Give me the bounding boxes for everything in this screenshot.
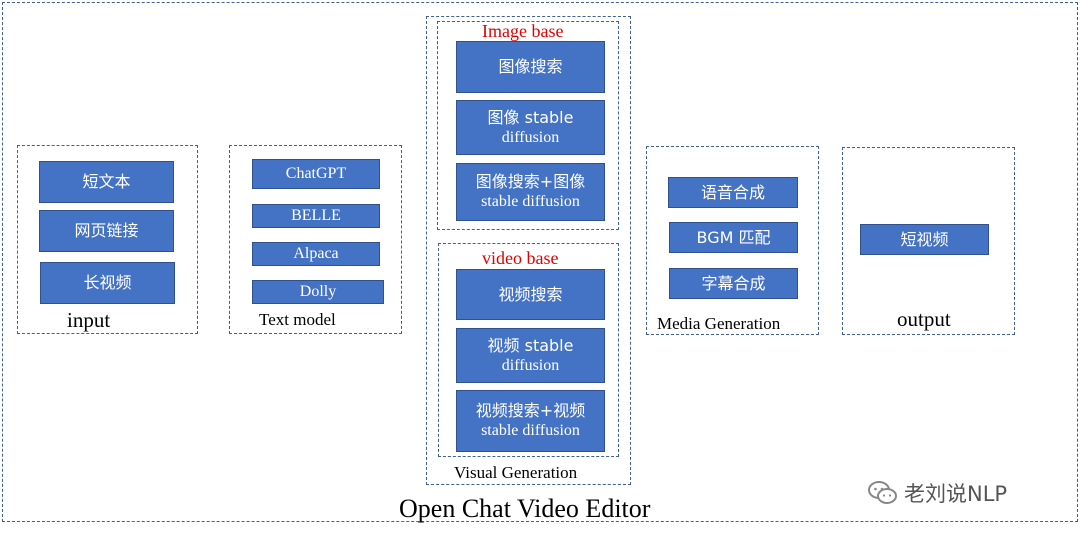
media-generation-item: BGM 匹配 — [669, 222, 798, 253]
input-item-label: 长视频 — [83, 273, 132, 292]
media-generation-item-label: 语音合成 — [700, 182, 765, 202]
watermark-text: 老刘说NLP — [904, 482, 1008, 506]
media-generation-group — [646, 146, 819, 335]
diagram-title: Open Chat Video Editor — [399, 494, 651, 523]
video-base-item-line1: 视频搜索+视频 — [475, 401, 586, 420]
media-generation-label: Media Generation — [657, 314, 781, 333]
image-base-item: 图像搜索+图像 stable diffusion — [456, 163, 605, 221]
video-base-label: video base — [482, 248, 559, 268]
output-group — [842, 147, 1015, 335]
input-label: input — [67, 308, 111, 332]
media-generation-item: 字幕合成 — [669, 268, 798, 299]
image-base-item-line1: 图像搜索 — [498, 57, 563, 76]
media-generation-item: 语音合成 — [668, 177, 798, 208]
text-model-item-label: Dolly — [299, 283, 337, 300]
video-base-item: 视频搜索+视频 stable diffusion — [456, 390, 605, 452]
video-base-item-line1: 视频搜索 — [498, 284, 563, 304]
image-base-item-line2: diffusion — [501, 128, 560, 146]
input-item: 网页链接 — [39, 210, 174, 252]
media-generation-item-label: 字幕合成 — [701, 273, 766, 293]
outer-frame — [2, 2, 1078, 522]
image-base-group — [437, 21, 619, 230]
input-item: 长视频 — [40, 262, 175, 304]
text-model-item-label: BELLE — [291, 207, 341, 224]
input-group — [17, 145, 198, 334]
media-generation-item-label: BGM 匹配 — [696, 227, 771, 247]
image-base-item-line2: stable diffusion — [481, 193, 580, 210]
video-base-item-line2: diffusion — [501, 356, 560, 374]
input-item-label: 网页链接 — [74, 221, 139, 240]
input-item-label: 短文本 — [82, 172, 131, 191]
video-base-item: 视频搜索 — [456, 269, 605, 320]
video-base-group — [438, 243, 619, 457]
visual-generation-label: Visual Generation — [454, 463, 578, 482]
text-model-item: Dolly — [252, 280, 384, 304]
wechat-icon — [868, 481, 897, 504]
text-model-item: BELLE — [252, 204, 380, 228]
output-label: output — [897, 307, 951, 331]
text-model-item-label: ChatGPT — [285, 165, 347, 182]
image-base-item: 图像搜索 — [456, 41, 605, 93]
text-model-item: Alpaca — [252, 242, 380, 266]
output-item-label: 短视频 — [900, 229, 949, 249]
text-model-item-label: Alpaca — [293, 245, 339, 262]
output-item: 短视频 — [860, 224, 989, 255]
visual-generation-group — [426, 16, 631, 485]
image-base-item: 图像 stable diffusion — [456, 100, 605, 155]
text-model-label: Text model — [259, 310, 336, 329]
input-item: 短文本 — [39, 161, 174, 203]
image-base-label: Image base — [482, 21, 564, 41]
text-model-group — [229, 145, 402, 334]
video-base-item-line2: stable diffusion — [481, 422, 580, 439]
image-base-item-line1: 图像搜索+图像 — [475, 172, 586, 191]
video-base-item: 视频 stable diffusion — [456, 328, 605, 383]
video-base-item-line1: 视频 stable — [487, 335, 574, 355]
image-base-item-line1: 图像 stable — [487, 107, 574, 127]
watermark: 老刘说NLP — [868, 478, 1007, 508]
text-model-item: ChatGPT — [252, 159, 380, 189]
